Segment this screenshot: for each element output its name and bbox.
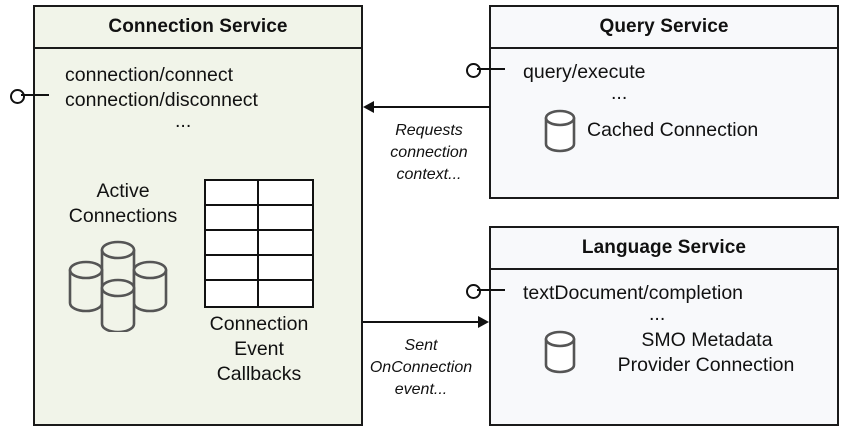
connector-label-sent-line1: Sent — [404, 337, 438, 354]
query-service-body: query/execute ... Cached Connection — [491, 49, 837, 197]
database-cluster-icon — [68, 240, 168, 332]
active-connections-label-line2: Connections — [68, 205, 178, 227]
table-cell — [206, 281, 259, 306]
connector-requests-connection-context-line — [374, 106, 490, 108]
cached-connection-cylinder-icon — [544, 109, 576, 153]
connector-label-requests-line1: Requests — [395, 122, 463, 139]
component-connection-service[interactable]: Connection Service connection/connect co… — [33, 5, 363, 426]
callbacks-label-line1: Connection — [209, 313, 309, 335]
active-connections-label-line1: Active — [96, 180, 150, 202]
table-cell — [259, 256, 312, 281]
interface-circle-icon — [10, 89, 25, 104]
table-cell — [206, 256, 259, 281]
connection-service-ellipsis: ... — [175, 110, 192, 132]
connector-label-sent-line3: event... — [394, 381, 448, 398]
interface-stem — [21, 93, 49, 96]
table-cell — [206, 231, 259, 256]
callbacks-label-line2: Event — [234, 338, 284, 360]
component-query-service[interactable]: Query Service query/execute ... Cached C… — [489, 5, 839, 199]
table-cell — [206, 181, 259, 206]
connection-service-body: connection/connect connection/disconnect… — [35, 49, 361, 424]
connection-event-callbacks-table-icon — [204, 179, 314, 308]
smo-metadata-label-line1: SMO Metadata — [641, 329, 773, 351]
callbacks-label-line3: Callbacks — [216, 363, 302, 385]
table-cell — [259, 206, 312, 231]
connector-label-requests-line3: context... — [396, 166, 462, 183]
connector-sent-onconnection-event-arrowhead — [478, 316, 489, 328]
language-service-body: textDocument/completion ... SMO Metadata… — [491, 270, 837, 424]
query-service-ellipsis: ... — [611, 82, 628, 104]
query-service-title: Query Service — [491, 7, 837, 49]
table-cell — [259, 281, 312, 306]
connection-service-title: Connection Service — [35, 7, 361, 49]
smo-metadata-label-line2: Provider Connection — [617, 354, 795, 376]
language-service-ellipsis: ... — [649, 303, 666, 325]
connector-label-requests-line2: connection — [390, 144, 468, 161]
api-query-execute: query/execute — [523, 61, 646, 83]
table-cell — [206, 206, 259, 231]
interface-circle-icon — [466, 63, 481, 78]
api-connection-disconnect: connection/disconnect — [65, 89, 258, 111]
connector-requests-connection-context-arrowhead — [363, 101, 374, 113]
component-language-service[interactable]: Language Service textDocument/completion… — [489, 226, 839, 426]
interface-circle-icon — [466, 284, 481, 299]
language-service-title: Language Service — [491, 228, 837, 270]
table-cell — [259, 231, 312, 256]
cached-connection-label: Cached Connection — [587, 119, 759, 141]
interface-stem — [477, 67, 505, 70]
interface-stem — [477, 288, 505, 291]
table-cell — [259, 181, 312, 206]
connector-label-sent-line2: OnConnection — [369, 359, 473, 376]
smo-metadata-cylinder-icon — [544, 330, 576, 374]
api-connection-connect: connection/connect — [65, 64, 234, 86]
connector-sent-onconnection-event-line — [363, 321, 479, 323]
api-textdocument-completion: textDocument/completion — [523, 282, 744, 304]
